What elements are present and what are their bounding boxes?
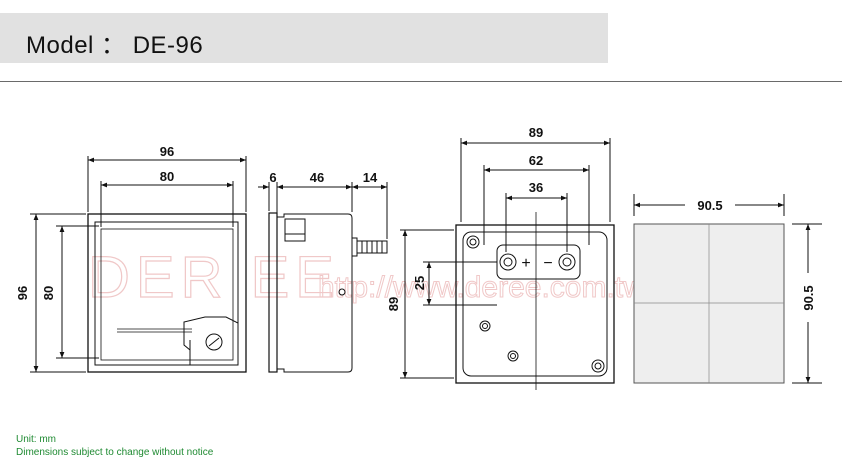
rear-screw-icon [507,350,519,362]
front-window [94,221,239,366]
terminal-minus-icon [558,253,576,271]
minus-sign: − [543,255,552,272]
cutout-width-label: 90.5 [697,198,722,213]
header-bar: Model ： DE-96 [0,13,608,63]
rear-overall-width-label: 89 [529,125,543,140]
terminal-plus-icon [499,253,517,271]
model-title: Model ： DE-96 [26,32,204,59]
terminal-depth-label: 14 [363,170,378,185]
body-depth-label: 46 [310,170,324,185]
rear-view [400,138,615,390]
front-outer-height-label: 96 [15,286,30,300]
side-body [277,213,353,373]
terminal-span-label: 62 [529,153,543,168]
plus-sign: + [521,255,530,272]
front-inner-height-label: 80 [41,286,56,300]
side-view [258,182,388,373]
terminal-stud [356,240,388,254]
side-bezel [268,212,278,373]
rear-overall-height-label: 89 [386,297,401,311]
front-bezel [87,213,247,373]
rear-screw-icon [479,320,491,332]
terminal-height-label: 25 [412,276,427,290]
watermark-brand: DER EE [88,245,340,310]
change-notice: Dimensions subject to change without not… [16,447,214,458]
corner-screw-icon [466,235,480,249]
unit-note: Unit: mm [16,434,56,445]
cutout-height-label: 90.5 [801,285,816,310]
rear-case-inner [462,231,608,377]
cutout-view [633,194,822,384]
front-inner-width-label: 80 [160,169,174,184]
corner-screw-icon [591,359,605,373]
front-view [30,156,247,373]
header-divider [0,81,842,82]
zero-adjust-screw [205,333,223,351]
front-inner-window [100,228,234,361]
watermark-url: http://www.deree.com.tw [318,271,645,304]
bezel-depth-label: 6 [269,170,276,185]
watermark: DER EE http://www.deree.com.tw [87,244,645,310]
side-screw-icon [338,288,346,296]
zero-adjust-housing [183,316,239,366]
front-outer-width-label: 96 [160,144,174,159]
terminal-pitch-label: 36 [529,180,543,195]
rear-case-outer [455,224,615,384]
zero-adjust-side [284,218,306,242]
